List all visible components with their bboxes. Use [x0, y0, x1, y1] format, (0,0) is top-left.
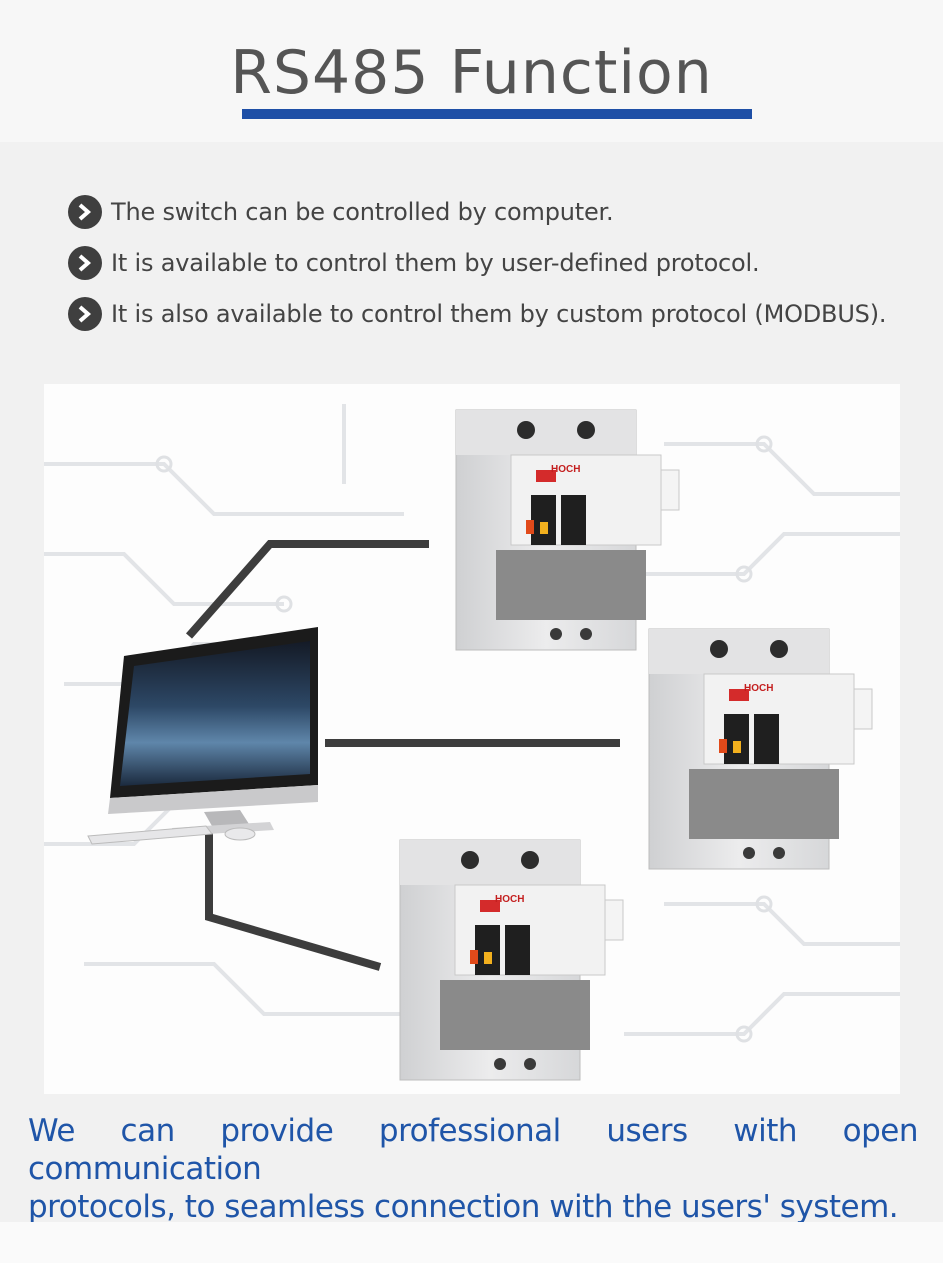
feature-text: It is also available to control them by …: [111, 300, 887, 328]
tagline-line: protocols, to seamless connection with t…: [28, 1189, 899, 1225]
rs485-cable: [185, 540, 620, 971]
connection-diagram: HOCH HOCH HOCH: [44, 384, 900, 1094]
feature-item: It is available to control them by user-…: [68, 246, 886, 280]
svg-text:HOCH: HOCH: [551, 464, 580, 475]
chevron-right-icon: [68, 297, 102, 331]
tagline-line: We can provide professional users with o…: [28, 1113, 919, 1187]
chevron-right-icon: [68, 246, 102, 280]
feature-item: It is also available to control them by …: [68, 297, 887, 331]
svg-text:HOCH: HOCH: [744, 683, 773, 694]
circuit-breaker: HOCH: [648, 628, 873, 870]
feature-item: The switch can be controlled by computer…: [68, 195, 886, 229]
header: RS485 Function: [0, 0, 943, 142]
feature-list: The switch can be controlled by computer…: [68, 195, 887, 348]
title-underline: [242, 109, 752, 119]
feature-text: It is available to control them by user-…: [111, 249, 760, 277]
tagline: We can provide professional users with o…: [28, 1112, 919, 1226]
page-title: RS485 Function: [230, 38, 713, 108]
circuit-breaker: HOCH: [399, 839, 624, 1081]
footer: [0, 1222, 943, 1263]
circuit-breaker: HOCH: [455, 409, 680, 651]
computer-illustration: [87, 627, 318, 845]
chevron-right-icon: [68, 195, 102, 229]
feature-text: The switch can be controlled by computer…: [111, 198, 614, 226]
svg-text:HOCH: HOCH: [495, 894, 524, 905]
